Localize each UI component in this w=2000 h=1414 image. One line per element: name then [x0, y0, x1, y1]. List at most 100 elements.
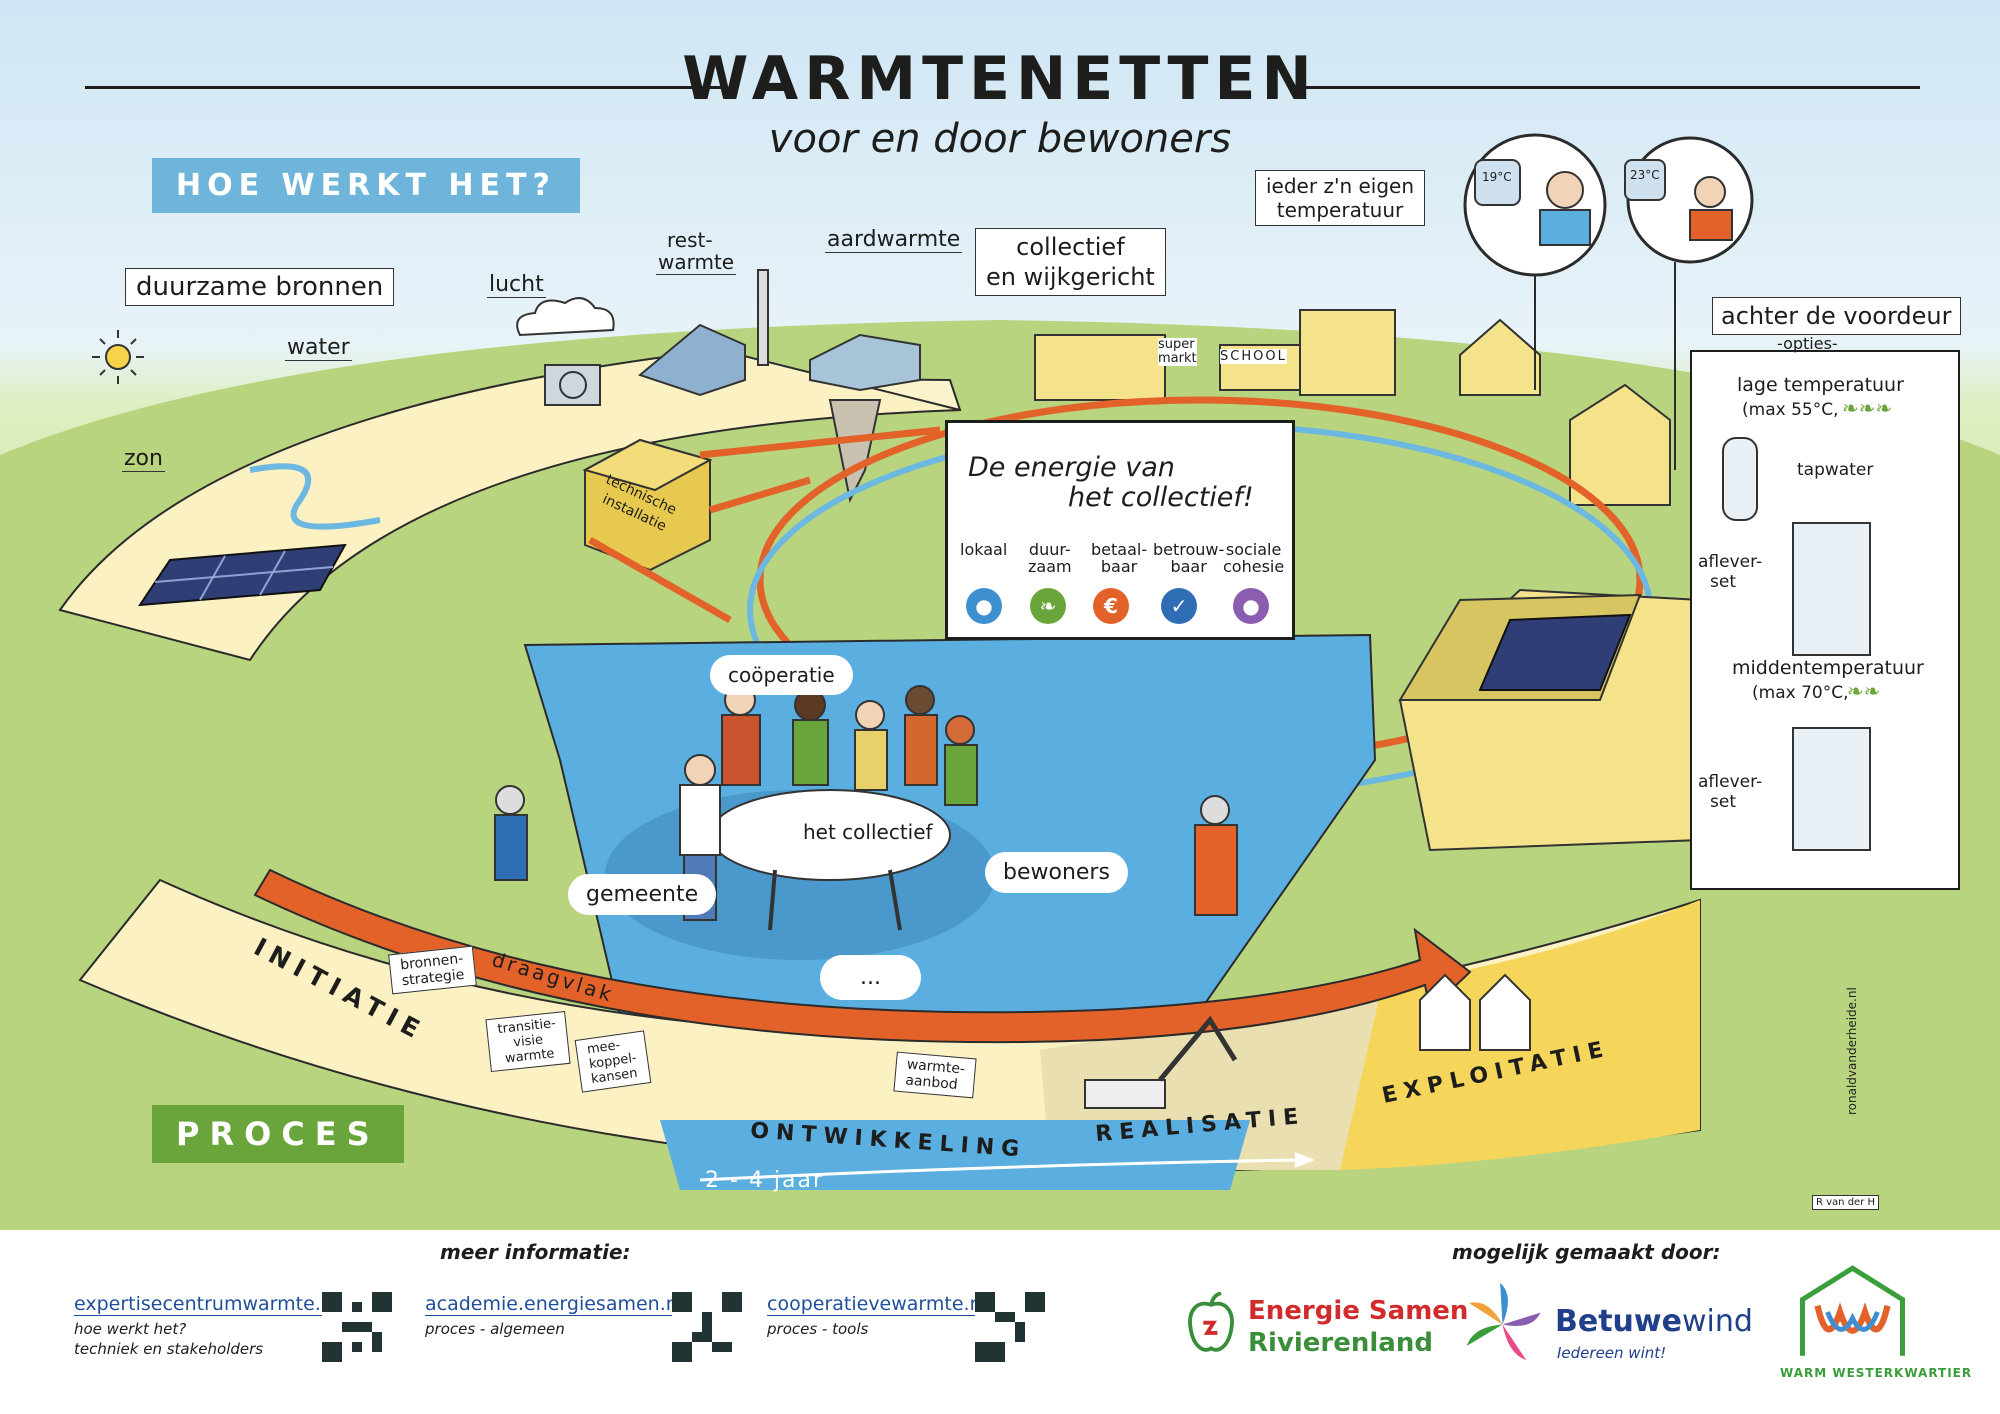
link-cooperatievewarmte[interactable]: cooperatievewarmte.nl — [767, 1293, 987, 1316]
page-title: WARMTENETTEN — [682, 44, 1318, 114]
scene-background — [0, 133, 2000, 1230]
value-sociale-cohesie: sociale cohesie — [1223, 540, 1285, 576]
qr-code-icon-2 — [672, 1292, 742, 1362]
sign-title: De energie van het collectief! — [968, 453, 1254, 513]
supermarket-line-1: super — [1158, 337, 1195, 352]
low-temperature-max: (max 55°C, — [1742, 400, 1839, 420]
timeline-arrow — [699, 1158, 1301, 1182]
afleverset-b-1: aflever- — [1698, 772, 1763, 792]
mid-temperature-max: (max 70°C, — [1752, 683, 1849, 703]
sign-title-line-1: De energie van — [968, 452, 1175, 483]
small-houses-icon — [1419, 973, 1531, 1051]
installation-box-icon — [582, 438, 713, 572]
greenhouse-icon — [809, 333, 921, 392]
collective-line-2: en wijkgericht — [986, 263, 1155, 291]
afleverset-a-2: set — [1710, 572, 1736, 592]
title-rule-left — [85, 86, 725, 89]
doc-meekoppelkansen: mee- koppel- kansen — [574, 1030, 652, 1093]
options-heading: achter de voordeur — [1712, 297, 1961, 335]
source-water: water — [285, 335, 352, 361]
link-expertisecentrum-desc-2: techniek en stakeholders — [74, 1340, 264, 1358]
footer: meer informatie: mogelijk gemaakt door: … — [0, 1232, 2000, 1414]
value-duurzaam: duur- zaam — [1028, 540, 1072, 576]
illustrator-credit: ronaldvanderheide.nl — [1845, 987, 1859, 1115]
source-zon: zon — [122, 446, 165, 472]
collective-energy-sign: De energie van het collectief! lokaal du… — [945, 420, 1295, 640]
esr-logo-line-2: Rivierenland — [1248, 1328, 1433, 1358]
betuwewind-logo-icon — [1466, 1282, 1541, 1361]
value-betaalbaar: betaal- baar — [1091, 540, 1148, 576]
options-panel: achter de voordeur -opties- lage tempera… — [1690, 297, 1961, 890]
source-restwarmte-2: warmte — [656, 250, 737, 275]
illustration: WARMTENETTEN voor en door bewoners HOE W… — [0, 0, 2000, 1230]
supermarket-sign: super markt — [1158, 338, 1197, 366]
low-temperature-label: lage temperatuur — [1737, 374, 1904, 396]
neighbourhood-buildings — [1034, 309, 1671, 506]
qr-code-icon — [322, 1292, 392, 1362]
check-seal-icon: ✓ — [1161, 588, 1197, 624]
table-center-label: het collectief — [803, 820, 933, 844]
cooperatie-label: coöperatie — [710, 655, 853, 695]
delivery-set-icon-a — [1792, 522, 1871, 656]
link-expertisecentrum-desc-1: hoe werkt het? — [74, 1320, 187, 1338]
apple-logo-icon — [1188, 1292, 1234, 1352]
doc-transitievisie: transitie- visie warmte — [485, 1010, 571, 1073]
boiler-icon — [1722, 437, 1758, 521]
warm-westerkwartier-logo-icon — [1800, 1265, 1905, 1356]
afleverset-a-1: aflever- — [1698, 552, 1763, 572]
made-possible-heading: mogelijk gemaakt door: — [1452, 1240, 1721, 1264]
leaf-icon: ❧ — [1030, 588, 1066, 624]
source-restwarmte-1: rest- — [667, 228, 713, 252]
sun-icon — [92, 330, 144, 384]
source-lucht: lucht — [487, 272, 546, 298]
heat-pump-icon — [544, 364, 601, 406]
location-pin-icon: ● — [966, 588, 1002, 624]
qr-code-icon-3 — [975, 1292, 1045, 1362]
school-sign: SCHOOL — [1220, 349, 1287, 364]
link-expertisecentrum[interactable]: expertisecentrumwarmte.nl — [74, 1293, 339, 1316]
sign-title-line-2: het collectief! — [1068, 482, 1254, 513]
factory-icon — [637, 269, 769, 397]
leaf-rating-mid: ❧❧ — [1847, 679, 1881, 703]
mid-temperature-label: middentemperatuur — [1732, 657, 1924, 679]
duration-label: 2 - 4 jaar — [705, 1168, 825, 1193]
source-aardwarmte: aardwarmte — [825, 227, 963, 253]
sources-heading: duurzame bronnen — [125, 268, 395, 306]
more-info-heading: meer informatie: — [440, 1240, 631, 1264]
thermostat-reading-1: 19°C — [1482, 170, 1512, 184]
gemeente-label: gemeente — [568, 874, 717, 915]
illustrator-signature: R van der H — [1812, 1195, 1879, 1210]
ellipsis-label: ... — [820, 955, 921, 1000]
betuwewind-logo-betuwe: Betuwe — [1555, 1304, 1682, 1339]
thermostat-reading-2: 23°C — [1630, 168, 1660, 182]
value-betrouwbaar: betrouw- baar — [1153, 540, 1225, 576]
thermostat-icon-2 — [1624, 159, 1666, 201]
timeline-strip — [660, 1120, 1250, 1190]
warm-westerkwartier-logo: WARM WESTERKWARTIER — [1780, 1366, 1973, 1380]
link-academie[interactable]: academie.energiesamen.nu — [425, 1293, 690, 1316]
leaf-rating-low: ❧❧❧ — [1842, 396, 1893, 420]
value-lokaal: lokaal — [960, 540, 1008, 559]
tapwater-label: tapwater — [1797, 460, 1874, 480]
delivery-set-icon-b — [1792, 727, 1871, 851]
temperature-label: ieder z'n eigen temperatuur — [1255, 170, 1426, 226]
betuwewind-logo: Betuwewind — [1555, 1304, 1753, 1339]
supermarket-line-2: markt — [1158, 351, 1197, 366]
esr-logo-line-1: Energie Samen — [1248, 1296, 1469, 1326]
doc-warmteaanbod: warmte- aanbod — [893, 1051, 977, 1099]
title-rule-right — [1290, 86, 1920, 89]
solar-panels — [138, 543, 347, 607]
collective-label: collectief en wijkgericht — [975, 228, 1166, 296]
options-subheading: -opties- — [1777, 334, 1838, 353]
how-it-works-banner: HOE WERKT HET? — [152, 158, 580, 213]
money-bag-icon: € — [1093, 588, 1129, 624]
collective-line-1: collectief — [1016, 233, 1125, 261]
thermostat-icon — [1474, 159, 1521, 206]
excavator-icon — [1084, 1015, 1238, 1109]
house-with-solar-icon — [1398, 588, 1701, 852]
afleverset-b-2: set — [1710, 792, 1736, 812]
people-icon: ● — [1233, 588, 1269, 624]
page-subtitle: voor en door bewoners — [768, 116, 1232, 162]
bewoners-label: bewoners — [985, 852, 1128, 893]
process-banner: PROCES — [152, 1105, 404, 1163]
